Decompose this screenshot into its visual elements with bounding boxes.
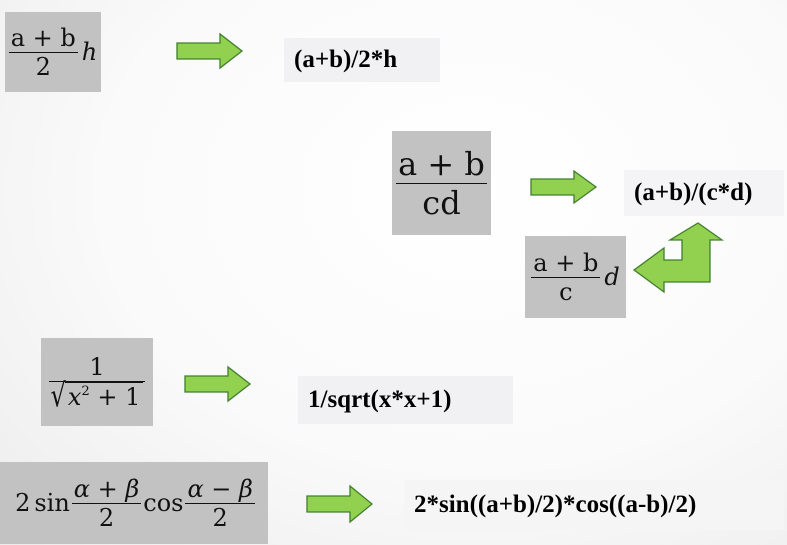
numerator: 1 bbox=[89, 353, 105, 381]
numerator: α + β bbox=[73, 474, 140, 503]
denominator: 2 bbox=[71, 502, 142, 532]
fraction: a + b 2 bbox=[8, 23, 78, 81]
formula-inverse-sqrt: 1 √ x2 + 1 bbox=[41, 338, 153, 426]
code-expression: 2*sin((a+b)/2)*cos((a-b)/2) bbox=[404, 480, 784, 530]
code-expression: 1/sqrt(x*x+1) bbox=[298, 376, 513, 424]
fraction: a + b cd bbox=[396, 145, 487, 222]
u-turn-arrow-icon bbox=[632, 222, 725, 294]
radical-sign: √ bbox=[50, 376, 66, 415]
fraction: α − β 2 bbox=[185, 474, 255, 532]
multiplier: h bbox=[81, 38, 98, 66]
multiplier: d bbox=[604, 263, 620, 291]
right-arrow-icon bbox=[306, 484, 374, 524]
formula-fraction-cd: a + b cd bbox=[392, 131, 491, 235]
fraction: α + β 2 bbox=[71, 474, 142, 532]
right-arrow-icon bbox=[530, 169, 598, 205]
right-arrow-icon bbox=[184, 365, 252, 403]
sin-function: sin bbox=[34, 489, 70, 517]
formula-sum-to-product: 2 sin α + β 2 cos α − β 2 bbox=[0, 462, 268, 544]
cos-function: cos bbox=[143, 489, 184, 517]
denominator: √ x2 + 1 bbox=[48, 377, 146, 415]
numerator: a + b bbox=[10, 23, 76, 52]
square-root: √ x2 + 1 bbox=[51, 377, 144, 415]
fraction: a + b c bbox=[531, 248, 601, 306]
radicand: x2 + 1 bbox=[64, 382, 144, 411]
formula-trapezoid-area: a + b 2 h bbox=[5, 12, 101, 92]
right-arrow-icon bbox=[176, 32, 244, 70]
denominator: cd bbox=[396, 182, 487, 222]
fraction: 1 √ x2 + 1 bbox=[48, 353, 146, 415]
denominator: c bbox=[531, 276, 601, 306]
code-expression: (a+b)/2*h bbox=[284, 38, 440, 82]
denominator: 2 bbox=[8, 51, 78, 81]
code-expression: (a+b)/(c*d) bbox=[624, 170, 784, 216]
numerator: a + b bbox=[398, 144, 485, 183]
formula-equivalent-form: a + b c d bbox=[525, 236, 626, 318]
numerator: a + b bbox=[533, 248, 599, 277]
denominator: 2 bbox=[185, 502, 255, 532]
numerator: α − β bbox=[187, 474, 253, 503]
